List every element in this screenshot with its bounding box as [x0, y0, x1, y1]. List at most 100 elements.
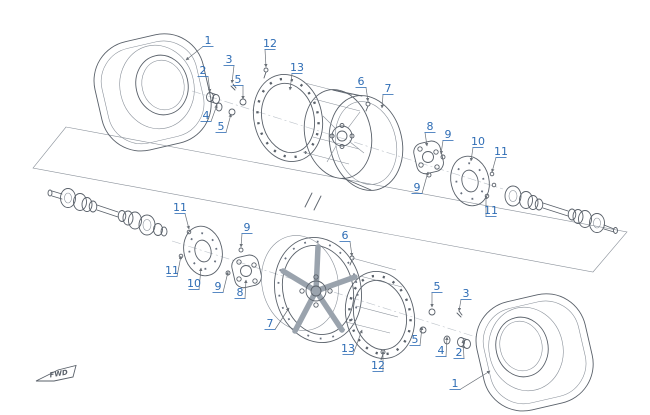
callout-leader-line	[459, 370, 491, 390]
callout-2: 2	[453, 339, 465, 359]
callout-number: 3	[226, 53, 233, 66]
callout-13: 13	[341, 329, 363, 355]
nut	[419, 326, 427, 334]
callout-leader-line	[264, 49, 268, 68]
nut	[239, 98, 247, 106]
callout-number: 8	[427, 120, 434, 133]
callout-leader-line	[230, 65, 235, 84]
callout-6: 6	[339, 229, 354, 257]
callout-leader-line	[239, 233, 243, 248]
tire-top	[93, 33, 212, 152]
callout-1: 1	[185, 34, 214, 61]
callout-number: 12	[371, 359, 385, 372]
callout-number: 11	[494, 145, 508, 158]
wheel-stud	[238, 247, 244, 253]
brake-hub-top	[450, 155, 497, 207]
brake-hub-bottom	[178, 225, 223, 277]
callout-leader-line	[222, 271, 229, 293]
callout-8: 8	[234, 279, 248, 299]
callout-11: 11	[173, 201, 190, 230]
callout-number: 2	[200, 64, 207, 77]
callout-11: 11	[165, 255, 183, 277]
callout-number: 1	[205, 34, 212, 47]
valve-stem	[365, 101, 371, 112]
callout-5: 5	[232, 73, 245, 100]
callout-leader-line	[349, 241, 354, 257]
hub-bolt	[186, 229, 192, 235]
cv-axle-left	[47, 188, 168, 237]
callout-number: 7	[267, 317, 274, 330]
callout-leader-line	[461, 339, 465, 359]
fwd-label: FWD	[49, 368, 69, 379]
callout-number: 9	[244, 221, 251, 234]
callout-leader-line	[445, 336, 449, 357]
callout-leader-line	[439, 140, 444, 155]
callout-number: 9	[414, 181, 421, 194]
tire-bottom	[475, 293, 594, 412]
axis-break-mark	[304, 192, 322, 211]
hub-bottom	[225, 247, 262, 289]
callout-7: 7	[380, 82, 394, 109]
callout-number: 5	[235, 73, 242, 86]
callout-leader-line	[210, 104, 218, 122]
callout-leader-line	[274, 307, 290, 330]
nut	[428, 308, 436, 316]
axle-fastener-group-top	[206, 83, 247, 116]
callout-9: 9	[239, 221, 253, 248]
wheel-stud	[440, 154, 446, 160]
callout-number: 12	[263, 37, 277, 50]
callout-number: 5	[434, 280, 441, 293]
callout-4: 4	[435, 336, 449, 357]
callout-number: 11	[173, 201, 187, 214]
callout-5: 5	[409, 326, 424, 346]
callout-13: 13	[288, 61, 304, 91]
callout-leader-line	[419, 326, 424, 346]
callout-leader-line	[244, 279, 248, 299]
callout-leader-line	[185, 46, 204, 61]
callout-8: 8	[424, 120, 436, 147]
callout-number: 10	[471, 135, 485, 148]
cotter-pin	[456, 312, 462, 318]
callout-leader-line	[491, 157, 497, 173]
cv-axle-right	[504, 185, 618, 234]
callout-number: 2	[456, 346, 463, 359]
callout-11: 11	[491, 145, 508, 173]
hub-bolt	[489, 171, 495, 177]
wheel-top	[303, 89, 404, 191]
callout-number: 9	[215, 280, 222, 293]
callout-12: 12	[371, 350, 385, 372]
callout-number: 9	[445, 128, 452, 141]
callout-9: 9	[411, 171, 429, 194]
callout-number: 6	[342, 229, 349, 242]
callout-leader-line	[184, 213, 190, 230]
washer	[443, 335, 451, 345]
fwd-arrow: FWD	[35, 364, 77, 382]
callout-leader-line	[469, 147, 474, 162]
callout-leader-line	[365, 87, 370, 102]
wheel-hub-bore	[331, 125, 353, 147]
cotter-pin	[230, 85, 236, 91]
callout-leader-line	[198, 267, 203, 290]
bead-ring-top	[252, 74, 324, 162]
callout-2: 2	[197, 64, 212, 93]
callout-leader-line	[424, 132, 429, 147]
wheel-bottom	[261, 235, 363, 343]
callout-leader-line	[457, 299, 462, 312]
callout-leader-line	[380, 94, 384, 109]
callout-10: 10	[469, 135, 485, 162]
callout-3: 3	[223, 53, 235, 84]
nut	[228, 108, 236, 116]
alignment-lines-top	[302, 82, 361, 165]
callout-12: 12	[263, 37, 277, 68]
hub-top	[413, 140, 446, 178]
callout-5: 5	[430, 280, 443, 308]
callout-number: 11	[165, 264, 179, 277]
wheel-hub-bore	[305, 280, 327, 302]
callout-number: 4	[203, 109, 210, 122]
callout-number: 13	[290, 61, 304, 74]
reference-plane	[32, 126, 628, 273]
callout-number: 1	[452, 377, 459, 390]
